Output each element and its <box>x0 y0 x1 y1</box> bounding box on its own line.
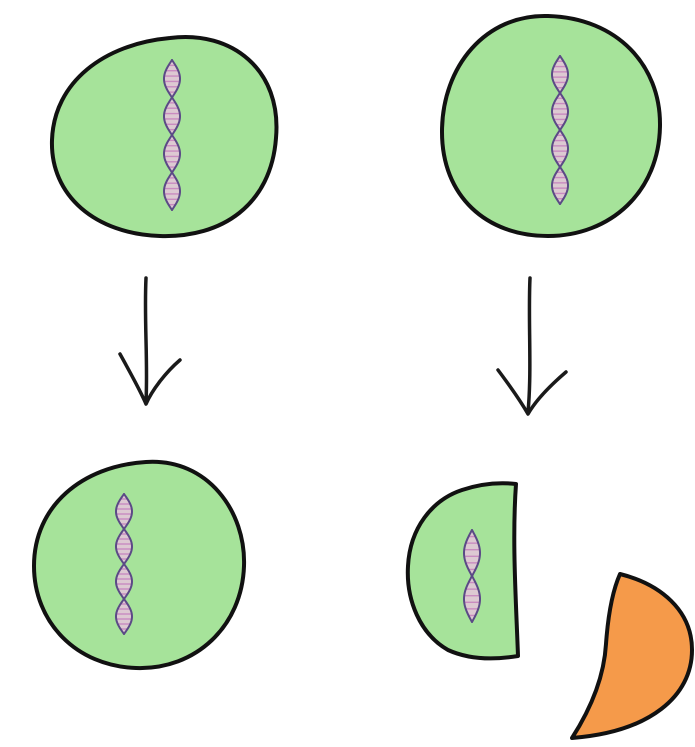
dna-strand <box>162 59 182 211</box>
cell-top-left <box>49 35 279 239</box>
cut-cell-body <box>405 481 520 661</box>
cell-top-right <box>440 13 662 238</box>
dna-helix-icon <box>462 529 482 623</box>
arrow-down-icon <box>496 276 568 416</box>
cell-bottom-right-cut <box>405 481 520 661</box>
dna-helix-icon <box>550 55 570 205</box>
cell-body-bottom-left <box>32 459 247 671</box>
cell-bottom-left <box>32 459 247 671</box>
cell-body-top-right <box>440 13 662 238</box>
dna-strand <box>462 529 482 623</box>
cell-body-top-left <box>49 35 279 239</box>
arrow-down-icon <box>118 276 182 406</box>
dna-helix-icon <box>114 493 134 635</box>
dna-helix-icon <box>162 59 182 211</box>
dna-strand <box>114 493 134 635</box>
dna-strand <box>550 55 570 205</box>
removed-fragment <box>570 572 694 740</box>
